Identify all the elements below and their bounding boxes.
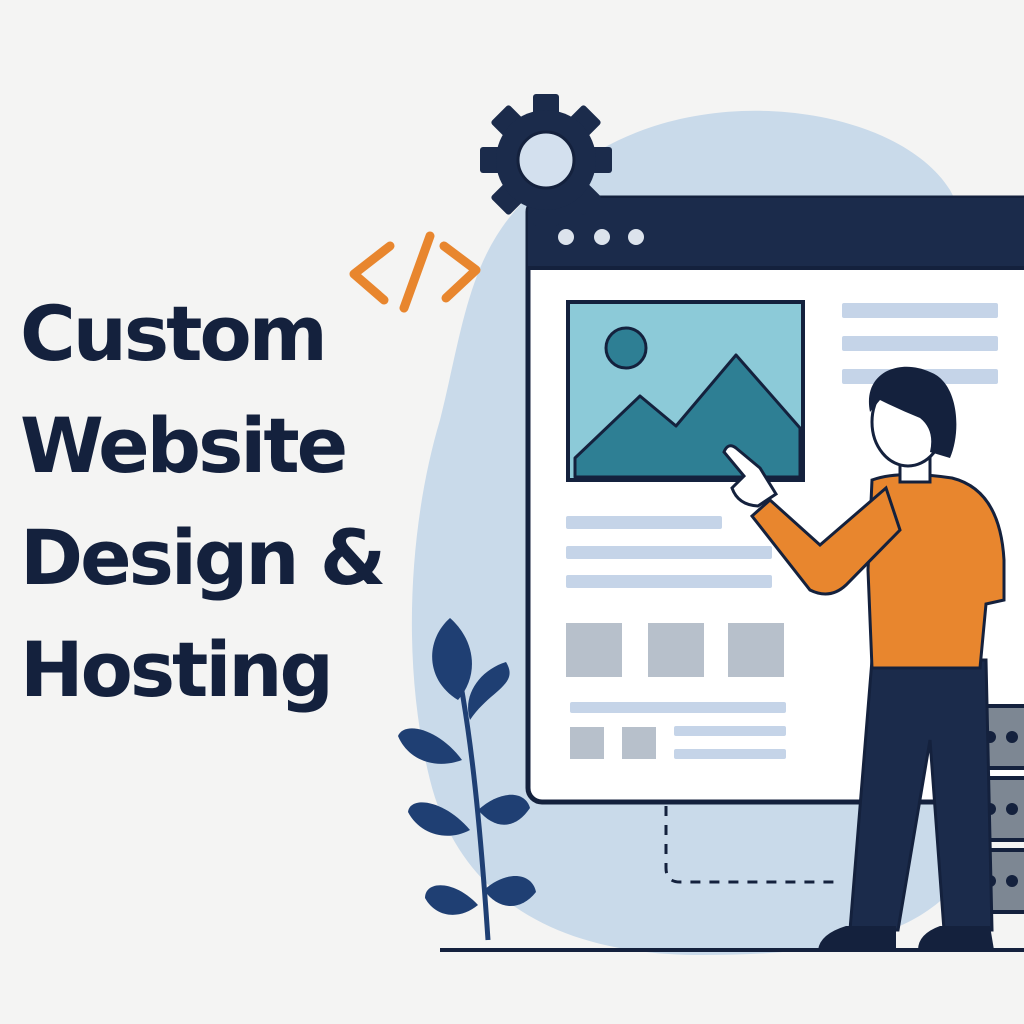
window-dot-icon xyxy=(558,229,574,245)
window-dot-icon xyxy=(628,229,644,245)
window-dot-icon xyxy=(594,229,610,245)
headline-line: Website xyxy=(20,401,348,490)
headline: Custom Website Design & Hosting xyxy=(20,278,386,726)
content-blocks xyxy=(566,623,784,677)
headline-line: Custom xyxy=(20,289,328,378)
footer-placeholder xyxy=(570,702,786,759)
plant-icon xyxy=(398,618,536,941)
content-placeholder-lines xyxy=(566,516,772,588)
headline-line: Design & xyxy=(20,513,386,602)
gear-icon xyxy=(480,94,612,226)
connector-line xyxy=(664,806,840,884)
person-illustration xyxy=(722,366,1006,950)
headline-line: Hosting xyxy=(20,625,334,714)
code-tag-icon xyxy=(349,231,481,313)
image-placeholder-icon xyxy=(566,300,805,482)
